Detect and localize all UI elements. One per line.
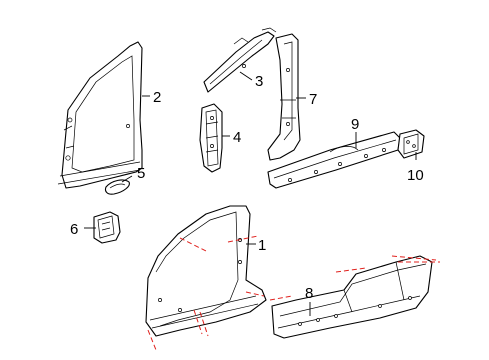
- part-2-side-aperture[interactable]: [57, 41, 143, 189]
- part-8-rocker-panel[interactable]: [271, 255, 433, 339]
- callouts: 1 2 3 4 5 6 7 8 9 10: [70, 73, 424, 302]
- part-6-bracket[interactable]: [93, 211, 121, 244]
- leader-lines: [84, 71, 417, 316]
- part-10-end-bracket[interactable]: [397, 129, 425, 159]
- part-3-upper-rail[interactable]: [203, 27, 277, 93]
- part-7-b-pillar[interactable]: [267, 33, 301, 161]
- part-1-front-pillar-inner[interactable]: [145, 205, 267, 337]
- callout-10[interactable]: 10: [407, 167, 424, 184]
- callout-2[interactable]: 2: [153, 89, 161, 106]
- callout-7[interactable]: 7: [309, 91, 317, 108]
- part-9-sill-reinforcement[interactable]: [267, 131, 401, 189]
- callout-1[interactable]: 1: [258, 237, 266, 254]
- callout-5[interactable]: 5: [137, 165, 145, 182]
- callout-8[interactable]: 8: [305, 285, 313, 302]
- part-5-cap[interactable]: [104, 179, 130, 195]
- part-4-inner-reinforcement[interactable]: [199, 103, 223, 173]
- callout-3[interactable]: 3: [255, 73, 263, 90]
- callout-9[interactable]: 9: [351, 116, 359, 133]
- cut-lines: [147, 235, 440, 351]
- callout-6[interactable]: 6: [70, 221, 78, 238]
- callout-4[interactable]: 4: [233, 129, 241, 146]
